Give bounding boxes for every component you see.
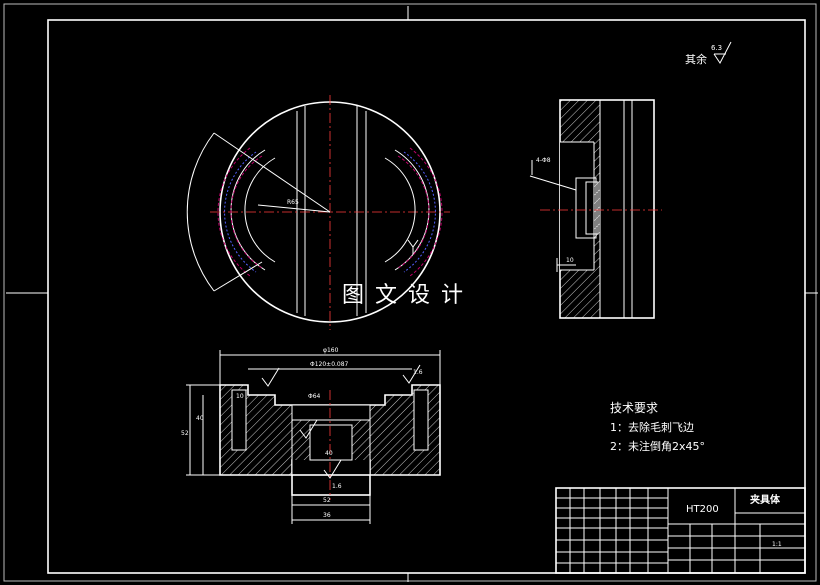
hole-callout: 4-Φ8 — [536, 157, 551, 164]
title-block: HT200 夹具体 1:1 — [555, 487, 806, 574]
width-52-dim: 52 — [323, 497, 331, 504]
total-height-dim: 52 — [181, 430, 189, 437]
roughness-prefix: 其余 — [685, 52, 707, 66]
material-text: HT200 — [686, 504, 719, 515]
side-view: 4-Φ8 10 — [529, 99, 662, 319]
part-name: 夹具体 — [750, 493, 781, 506]
base-height-dim: 40 — [196, 415, 204, 422]
tech-req-title: 技术要求 — [610, 401, 658, 415]
tech-req-item-1: 1：去除毛刺飞边 — [610, 420, 694, 434]
width-36-dim: 36 — [323, 512, 331, 519]
drawing-frame — [47, 19, 806, 574]
bore-tolerance-dim: Φ120±0.087 — [310, 361, 349, 368]
scale-text: 1:1 — [772, 541, 782, 548]
roughness-2: 1.6 — [332, 483, 342, 490]
roughness-note: 其余 6.3 — [685, 41, 732, 66]
roughness-mark-top — [402, 364, 421, 384]
technical-requirements: 技术要求 1：去除毛刺飞边 2：未注倒角2x45° — [610, 401, 705, 453]
tech-req-item-2: 2：未注倒角2x45° — [610, 439, 705, 453]
watermark-text: 图 文 设 计 — [342, 283, 465, 308]
radius-dim: R65 — [287, 199, 299, 206]
step-height-dim: 10 — [236, 393, 244, 400]
inner-bore-dim: Φ64 — [308, 393, 321, 400]
roughness-value: 6.3 — [711, 44, 722, 52]
roughness-1: 1.6 — [413, 369, 423, 376]
roughness-mark-bottom — [323, 459, 342, 479]
width-40-dim: 40 — [325, 450, 333, 457]
overall-width-dim: φ160 — [323, 347, 339, 354]
roughness-symbol — [713, 41, 732, 64]
side-dim: 10 — [566, 257, 574, 264]
section-view: φ160 Φ120±0.087 Φ64 40 52 36 52 40 10 — [181, 347, 441, 524]
top-view: R65 — [186, 95, 450, 330]
